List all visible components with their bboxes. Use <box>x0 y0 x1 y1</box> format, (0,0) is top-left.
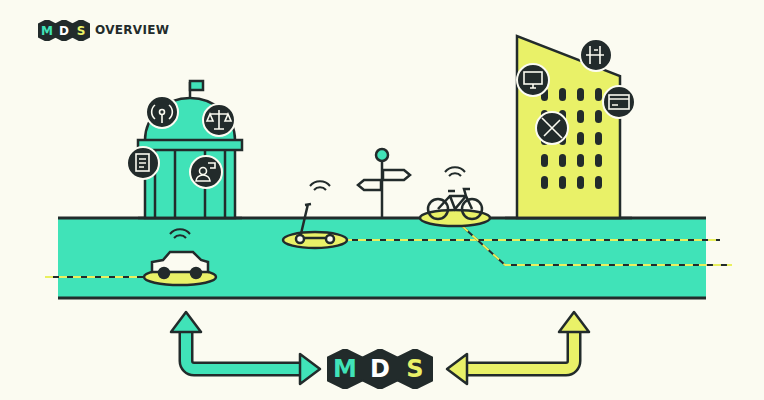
service-icons <box>127 96 235 188</box>
logo-hexagon: D <box>362 349 398 389</box>
logo-letter: S <box>406 357 423 381</box>
logo-letter: M <box>333 357 357 381</box>
header-title: OVERVIEW <box>95 23 169 37</box>
signpost <box>358 149 410 218</box>
logo-hexagon: S <box>397 349 433 389</box>
logo-hexagon: M <box>38 20 56 41</box>
logo-letter: S <box>77 25 86 37</box>
logo-letter: D <box>370 357 390 381</box>
logo-letter: D <box>59 25 69 37</box>
business-icons <box>517 39 635 144</box>
logo-hexagon: S <box>72 20 90 41</box>
city-hall <box>138 81 242 218</box>
logo-letter: M <box>41 25 53 37</box>
logo-hexagon: D <box>55 20 73 41</box>
vehicles <box>144 189 490 285</box>
teal-arrow <box>171 312 320 384</box>
yellow-arrow <box>447 312 589 384</box>
office-tower <box>505 36 632 218</box>
wireless-signals <box>170 167 465 238</box>
logo-hexagon: M <box>327 349 363 389</box>
road <box>58 218 706 298</box>
